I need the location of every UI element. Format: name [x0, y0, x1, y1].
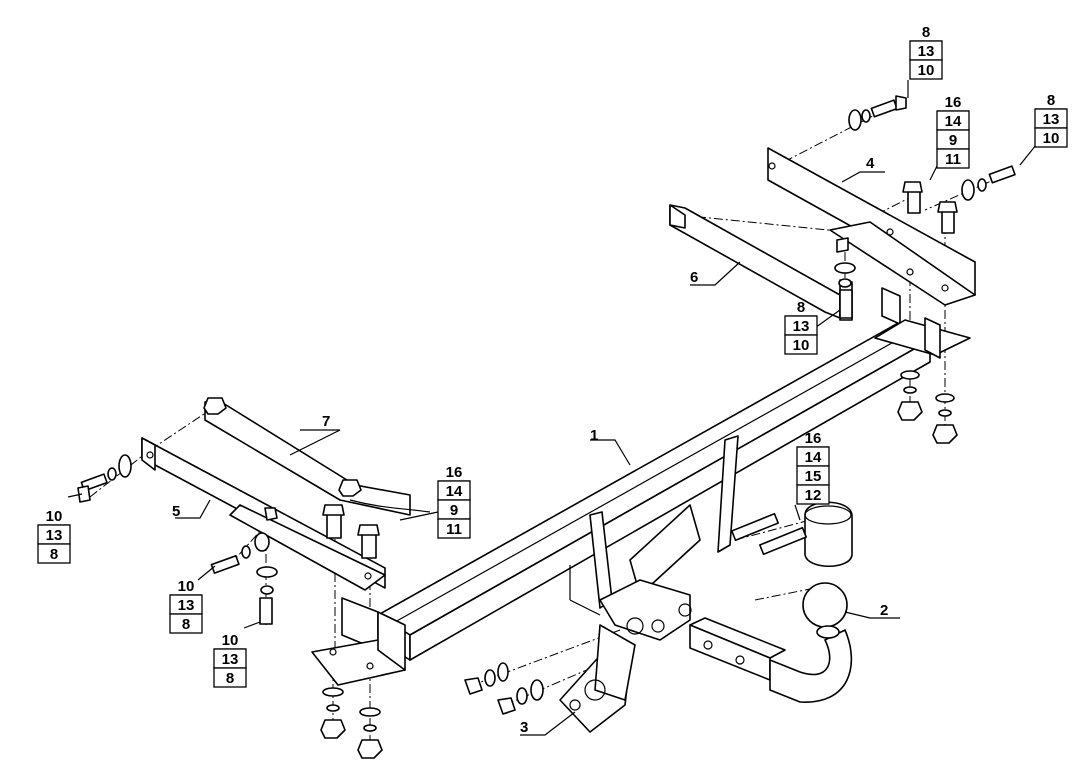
callout-4: 4: [866, 155, 875, 172]
stack-number: 8: [182, 616, 190, 633]
stack-number: 16: [805, 430, 822, 447]
callout-5: 5: [172, 503, 180, 520]
stack-mid-right: 8 13 10: [784, 299, 818, 355]
socket-plate-part-3: [559, 624, 636, 733]
stack-cell-box: [437, 518, 471, 539]
stack-cell-box: [37, 543, 71, 564]
stack-number: 10: [1043, 130, 1060, 147]
stack-cell-box: [213, 667, 247, 688]
stack-number: 10: [793, 337, 810, 354]
stack-number: 13: [918, 43, 935, 60]
stack-number: 12: [805, 487, 822, 504]
ball-neck-part-2: [689, 501, 853, 703]
stack-number: 14: [805, 449, 822, 466]
stack-cell-box: [936, 148, 970, 169]
stack-number: 8: [797, 299, 805, 316]
stack-ball: 16 14 15 12: [796, 430, 830, 505]
stack-cell-box: [169, 613, 203, 634]
callout-2: 2: [880, 602, 888, 619]
stack-top-center: 8 13 10: [909, 24, 943, 80]
stack-number: 10: [178, 578, 195, 595]
callout-1: 1: [590, 427, 598, 444]
stack-number: 13: [793, 318, 810, 335]
side-bracket-part-5: [141, 437, 386, 591]
stack-number: 14: [945, 113, 962, 130]
callouts: 1 2 3 4 5 6 7: [172, 155, 888, 736]
stack-top-mid: 16 14 9 11: [936, 94, 970, 169]
strap-part-6: [669, 204, 853, 321]
stack-number: 10: [46, 508, 63, 525]
stack-cell-box: [784, 334, 818, 355]
stack-number: 8: [50, 546, 58, 563]
callout-7: 7: [322, 413, 330, 430]
crossbar-part-1: [311, 287, 971, 686]
stack-number: 10: [918, 62, 935, 79]
stack-number: 16: [446, 464, 463, 481]
stack-left-mid: 10 13 8: [169, 578, 203, 634]
callout-6: 6: [690, 269, 698, 286]
stack-number: 8: [1047, 92, 1055, 109]
stack-number: 14: [446, 483, 463, 500]
stack-number: 15: [805, 468, 822, 485]
stack-number: 11: [945, 151, 961, 168]
callout-3: 3: [520, 719, 528, 736]
stack-number: 11: [446, 521, 462, 538]
fasteners: [77, 95, 1016, 759]
stack-number: 13: [1043, 111, 1060, 128]
side-bracket-part-4: [767, 147, 976, 306]
stack-cell-box: [796, 484, 830, 505]
stack-number: 16: [945, 94, 962, 111]
stack-left-center: 16 14 9 11: [437, 464, 471, 539]
stack-cell-box: [909, 59, 943, 80]
part-number-stacks: 8131016149118131081310161491116141512101…: [37, 24, 1068, 688]
leader-lines: [67, 80, 1041, 736]
stack-number: 8: [922, 24, 930, 41]
stack-number: 9: [949, 132, 957, 149]
stack-left-bottom: 10 13 8: [213, 632, 247, 688]
stack-cell-box: [1034, 127, 1068, 148]
stack-left-top: 10 13 8: [37, 508, 71, 564]
stack-top-right: 8 13 10: [1034, 92, 1068, 148]
stack-number: 8: [226, 670, 234, 687]
stack-number: 13: [178, 597, 195, 614]
stack-number: 13: [46, 527, 63, 544]
stack-number: 10: [222, 632, 239, 649]
stack-number: 9: [450, 502, 458, 519]
stack-number: 13: [222, 651, 239, 668]
